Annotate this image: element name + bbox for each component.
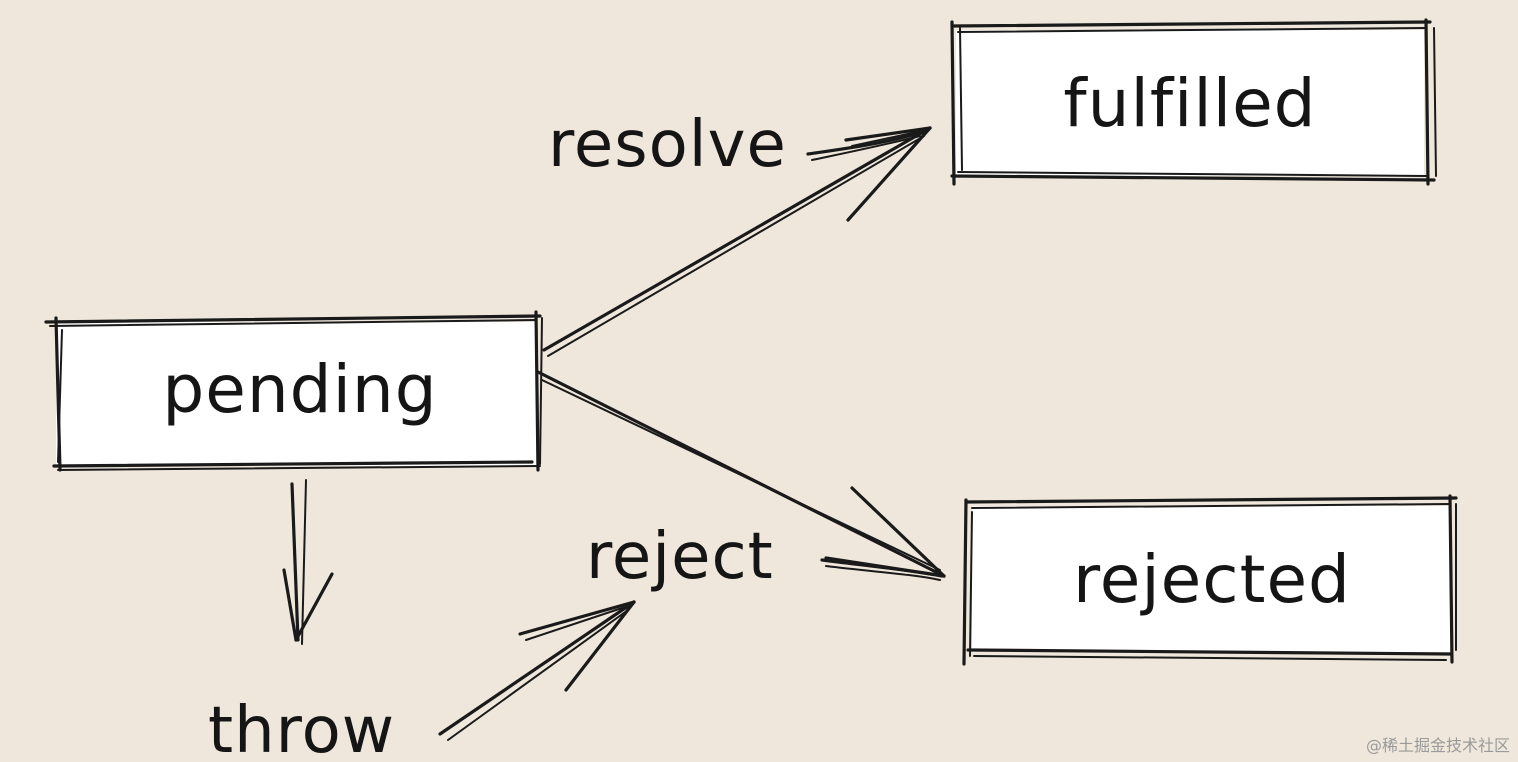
node-rejected: rejected [962,494,1458,666]
node-rejected-label: rejected [1073,541,1351,618]
edge-pending-to-throw [282,479,334,645]
reject-label: reject [586,520,774,594]
edge-label-reject: reject [586,520,944,594]
watermark: @稀土掘金技术社区 [1365,736,1510,755]
node-fulfilled-label: fulfilled [1063,65,1316,142]
node-pending: pending [44,310,543,472]
edge-pending-to-fulfilled [542,126,932,357]
resolve-label: resolve [548,108,787,182]
edge-label-throw: throw [208,694,395,762]
edge-label-resolve: resolve [548,108,926,182]
throw-label: throw [208,694,395,762]
node-fulfilled: fulfilled [950,18,1437,186]
edge-throw-to-reject [438,600,636,741]
node-pending-label: pending [162,351,437,428]
